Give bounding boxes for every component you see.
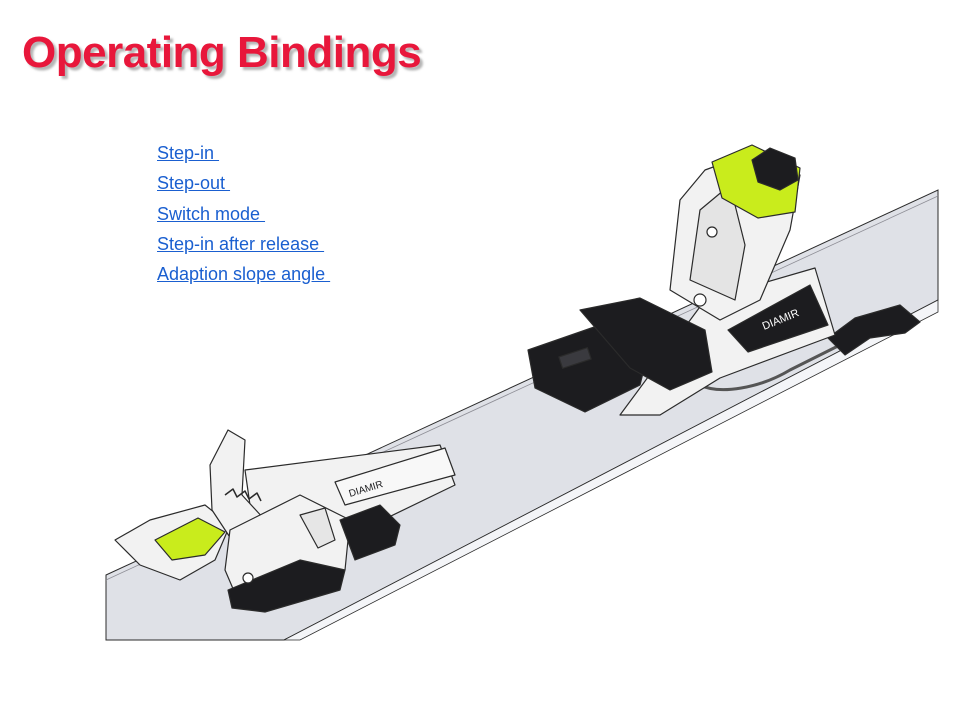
link-step-in-after-release[interactable]: Step-in after release	[157, 233, 325, 254]
ski-edge	[283, 299, 939, 641]
toe-pivot	[242, 572, 254, 584]
heel-tower-side	[689, 184, 746, 301]
toe-tower	[209, 429, 266, 546]
toe-unit: DIAMIR	[114, 429, 456, 613]
heel-cap	[751, 147, 799, 191]
list-item: Step-in after release	[157, 234, 330, 264]
link-adaption-slope-angle[interactable]: Adaption slope angle	[157, 264, 331, 285]
toe-pad-accent	[154, 517, 226, 561]
heel-pivot-2	[693, 293, 707, 307]
heel-pivot	[706, 226, 718, 238]
page-title: Operating Bindings	[22, 28, 422, 77]
toe-lever-cap	[299, 507, 336, 549]
brake-cable	[699, 343, 841, 392]
list-item: Adaption slope angle	[157, 264, 330, 294]
toe-spring	[224, 488, 262, 502]
link-list: Step-in Step-out Switch mode Step-in aft…	[157, 143, 330, 294]
toe-logo-plate	[334, 447, 456, 506]
heel-lever	[827, 304, 921, 356]
heel-slot	[558, 347, 592, 369]
heel-logo-plate	[727, 284, 829, 353]
link-step-out[interactable]: Step-out	[157, 173, 231, 194]
link-switch-mode[interactable]: Switch mode	[157, 203, 266, 224]
heel-unit: DIAMIR	[527, 144, 921, 416]
heel-climbing-block-2	[579, 297, 713, 391]
toe-lever	[339, 504, 401, 561]
link-step-in[interactable]: Step-in	[157, 143, 220, 163]
list-item: Step-in	[157, 143, 330, 173]
list-item: Step-out	[157, 173, 330, 203]
toe-base-dark	[227, 559, 346, 613]
list-item: Switch mode	[157, 204, 330, 234]
